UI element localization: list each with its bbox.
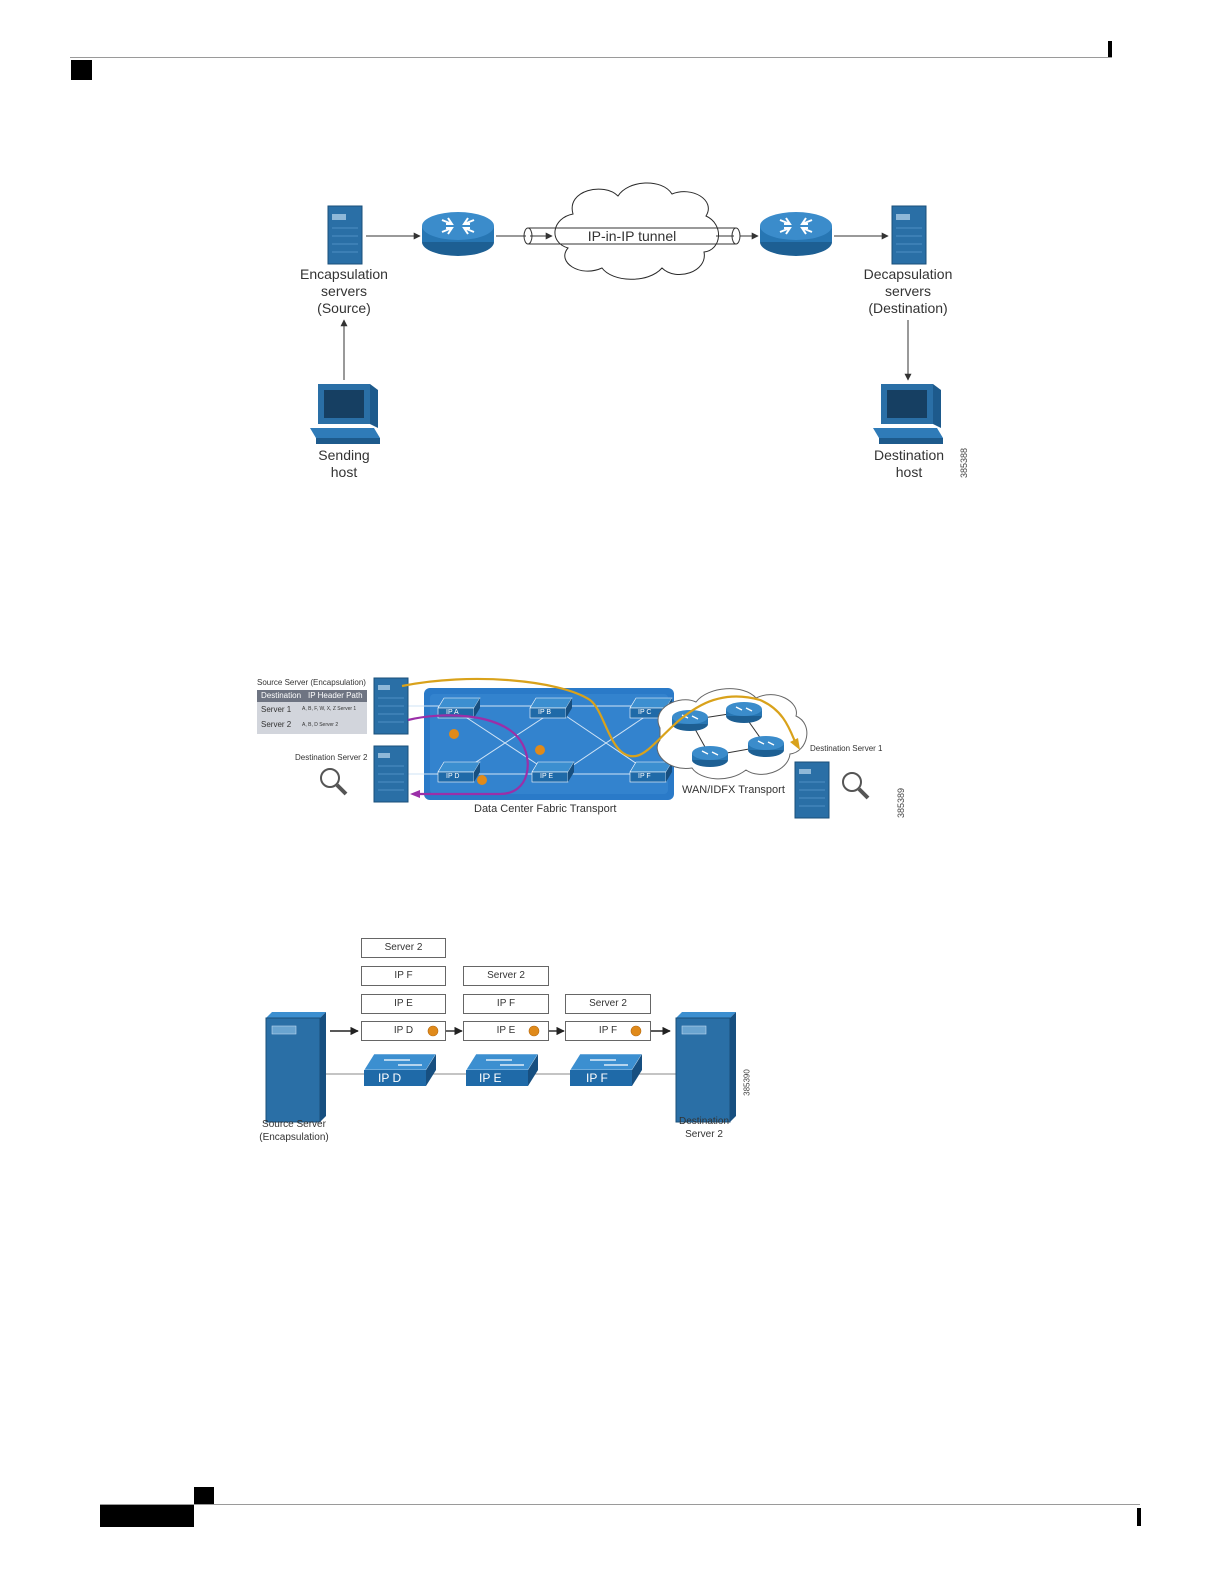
encap-line-3: (Source) [317, 300, 371, 316]
figure-3-diagram [265, 1011, 737, 1123]
fig3-switch-ip-e: IP E [479, 1071, 502, 1085]
decap-line-1: Decapsulation [863, 266, 953, 282]
stack1-box-ipd: IP D [361, 1021, 446, 1041]
source-server-label: Source Server (Encapsulation) [246, 1118, 342, 1144]
switch-ip-c: IP C [638, 709, 652, 716]
stack1-box-ipf: IP F [361, 966, 446, 986]
stack3-box-server2: Server 2 [565, 994, 651, 1014]
fig3-id: 385390 [742, 1069, 752, 1096]
destination-host-label: Destination host [864, 447, 954, 481]
footer-rule [100, 1504, 1140, 1505]
table-row-1-dest: Server 1 [261, 705, 292, 714]
tunnel-label: IP-in-IP tunnel [587, 228, 677, 244]
source-line-1: Source Server [262, 1119, 326, 1130]
figure-1-diagram [310, 182, 943, 444]
fig3-switch-ip-d: IP D [378, 1071, 402, 1085]
dest-server-1-label: Destination Server 1 [810, 744, 883, 753]
encap-line-2: servers [321, 283, 367, 299]
encap-label: Encapsulation servers (Source) [286, 266, 402, 317]
switch-ip-a: IP A [446, 709, 459, 716]
footer-black-tab-small [194, 1487, 214, 1504]
sending-host-label: Sending host [300, 447, 388, 481]
destination-server-2-label: Destination Server 2 [664, 1115, 744, 1141]
header-rule [70, 57, 1112, 58]
stack3-box-ipf: IP F [565, 1021, 651, 1041]
fabric-label: Data Center Fabric Transport [474, 803, 617, 815]
dest2-line-2: Server 2 [685, 1129, 723, 1140]
cloud-shape [554, 182, 719, 280]
footer-right-tick [1137, 1508, 1141, 1526]
switch-ip-e: IP E [540, 773, 554, 780]
table-header-dest: Destination [261, 691, 302, 700]
source-server-title: Source Server (Encapsulation) [257, 678, 366, 687]
sending-line-1: Sending [318, 447, 370, 463]
stack2-box-server2: Server 2 [463, 966, 549, 986]
header-right-tick [1108, 41, 1112, 57]
switch-ip-d: IP D [446, 773, 460, 780]
source-line-2: (Encapsulation) [259, 1132, 329, 1143]
stack1-box-ipe: IP E [361, 994, 446, 1014]
fig3-switch-ip-f: IP F [586, 1071, 608, 1085]
fig1-id: 385388 [959, 447, 969, 479]
stack2-box-ipf: IP F [463, 994, 549, 1014]
dest-line-2: host [895, 464, 923, 480]
table-row-2-dest: Server 2 [261, 720, 292, 729]
encap-line-1: Encapsulation [300, 266, 388, 282]
header-black-tab [71, 60, 92, 80]
decap-line-3: (Destination) [868, 300, 948, 316]
table-row-1-path: A, B, F, W, X, Z Server 1 [302, 706, 357, 712]
sending-line-2: host [330, 464, 358, 480]
table-header-path: IP Header Path [308, 691, 363, 700]
stack2-box-ipe: IP E [463, 1021, 549, 1041]
switch-ip-b: IP B [538, 709, 552, 716]
dest-line-1: Destination [873, 447, 945, 463]
fig2-id: 385389 [896, 787, 906, 819]
dest2-line-1: Destination [678, 1116, 730, 1127]
footer-black-bar [100, 1505, 194, 1527]
switch-ip-f: IP F [638, 773, 651, 780]
stack1-box-server2: Server 2 [361, 938, 446, 958]
decap-label: Decapsulation servers (Destination) [850, 266, 966, 317]
figure-2-diagram [257, 677, 870, 819]
dest-server-2-label: Destination Server 2 [295, 753, 368, 762]
decap-line-2: servers [885, 283, 931, 299]
table-row-2-path: A, B, D Server 2 [302, 722, 339, 728]
wan-label: WAN/IDFX Transport [682, 784, 785, 796]
